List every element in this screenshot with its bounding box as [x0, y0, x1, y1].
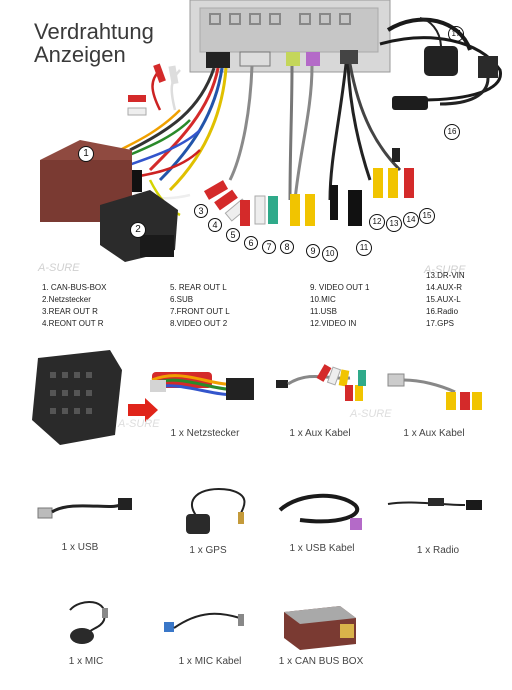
- mic-photo: [69, 600, 108, 644]
- legend-item: 11.USB: [310, 307, 337, 316]
- callout-3: 3: [194, 204, 208, 218]
- callout-13: 13: [386, 216, 402, 232]
- legend-item: 7.FRONT OUT L: [170, 307, 230, 316]
- legend-item: 16.Radio: [426, 307, 459, 316]
- rca-plug-row: [203, 148, 414, 226]
- caption-usb: 1 x USB: [61, 542, 99, 553]
- aux-cable-2-photo: [387, 373, 482, 410]
- callout-5: 5: [226, 228, 240, 242]
- callout-16: 16: [444, 124, 460, 140]
- legend-item: 12.VIDEO IN: [310, 319, 357, 328]
- title-line-2: Anzeigen: [34, 42, 126, 67]
- callout-1: 1: [78, 146, 94, 162]
- legend-item: 4.REONT OUT R: [42, 319, 104, 328]
- title-line-1: Verdrahtung: [34, 19, 154, 44]
- legend-col-1: 1. CAN-BUS-BOX 2.Netzstecker 3.REAR OUT …: [42, 282, 106, 330]
- callout-12: 12: [369, 214, 385, 230]
- caption-can-bus-box: 1 x CAN BUS BOX: [278, 656, 364, 667]
- callout-10: 10: [322, 246, 338, 262]
- callout-14: 14: [403, 212, 419, 228]
- legend-item: 2.Netzstecker: [42, 295, 91, 304]
- callout-8: 8: [280, 240, 294, 254]
- caption-mic: 1 x MIC: [68, 656, 104, 667]
- usb-kabel-photo: [278, 493, 362, 530]
- caption-radio: 1 x Radio: [416, 545, 460, 556]
- legend-col-2: 5. REAR OUT L 6.SUB 7.FRONT OUT L 8.VIDE…: [170, 282, 230, 330]
- legend-item: 14.AUX-R: [426, 283, 463, 292]
- usb-photo: [37, 498, 132, 519]
- legend-col-4: 13.DR-VIN 14.AUX-R 15.AUX-L 16.Radio 17.…: [426, 270, 465, 330]
- caption-netzstecker: 1 x Netzstecker: [170, 428, 240, 439]
- legend-item: 9. VIDEO OUT 1: [310, 283, 370, 292]
- legend-item: 6.SUB: [170, 295, 194, 304]
- red-arrow-icon: [128, 398, 158, 422]
- rca-top-plugs: [127, 63, 179, 116]
- callout-15: 15: [419, 208, 435, 224]
- aux-cable-1-photo: [276, 364, 366, 401]
- head-unit-back-panel: [189, 0, 391, 73]
- legend-item: 15.AUX-L: [426, 295, 461, 304]
- caption-mic-kabel: 1 x MIC Kabel: [178, 656, 242, 667]
- callout-9: 9: [306, 244, 320, 258]
- gps-antenna: [419, 17, 458, 76]
- watermark: A-SURE: [38, 262, 80, 274]
- watermark: A-SURE: [118, 418, 160, 430]
- canbus-box-photo: [284, 606, 356, 650]
- radio-photo: [387, 498, 482, 510]
- callout-7: 7: [262, 240, 276, 254]
- callout-2: 2: [130, 222, 146, 238]
- legend-item: 5. REAR OUT L: [170, 283, 227, 292]
- legend-col-3: 9. VIDEO OUT 1 10.MIC 11.USB 12.VIDEO IN: [310, 282, 369, 330]
- canbus-connector-photo: [32, 350, 122, 445]
- legend-item: 1. CAN-BUS-BOX: [42, 283, 107, 292]
- caption-aux-kabel-1: 1 x Aux Kabel: [289, 428, 351, 439]
- legend-item: 13.DR-VIN: [426, 271, 465, 280]
- caption-aux-kabel-2: 1 x Aux Kabel: [403, 428, 465, 439]
- callout-6: 6: [244, 236, 258, 250]
- watermark: A-SURE: [424, 264, 466, 276]
- legend-item: 10.MIC: [310, 295, 336, 304]
- radio-connector: [392, 56, 498, 110]
- legend-item: 17.GPS: [426, 319, 455, 328]
- caption-gps: 1 x GPS: [189, 545, 227, 556]
- harness-photo: [150, 372, 254, 400]
- callout-17: 17: [448, 26, 464, 42]
- gps-photo: [186, 488, 246, 534]
- mic-kabel-photo: [164, 612, 244, 632]
- callout-11: 11: [356, 240, 372, 256]
- page-title: Verdrahtung Anzeigen: [34, 20, 154, 66]
- legend-item: 3.REAR OUT R: [42, 307, 98, 316]
- legend-item: 8.VIDEO OUT 2: [170, 319, 228, 328]
- caption-usb-kabel: 1 x USB Kabel: [289, 543, 355, 554]
- callout-4: 4: [208, 218, 222, 232]
- watermark: A-SURE: [350, 408, 392, 420]
